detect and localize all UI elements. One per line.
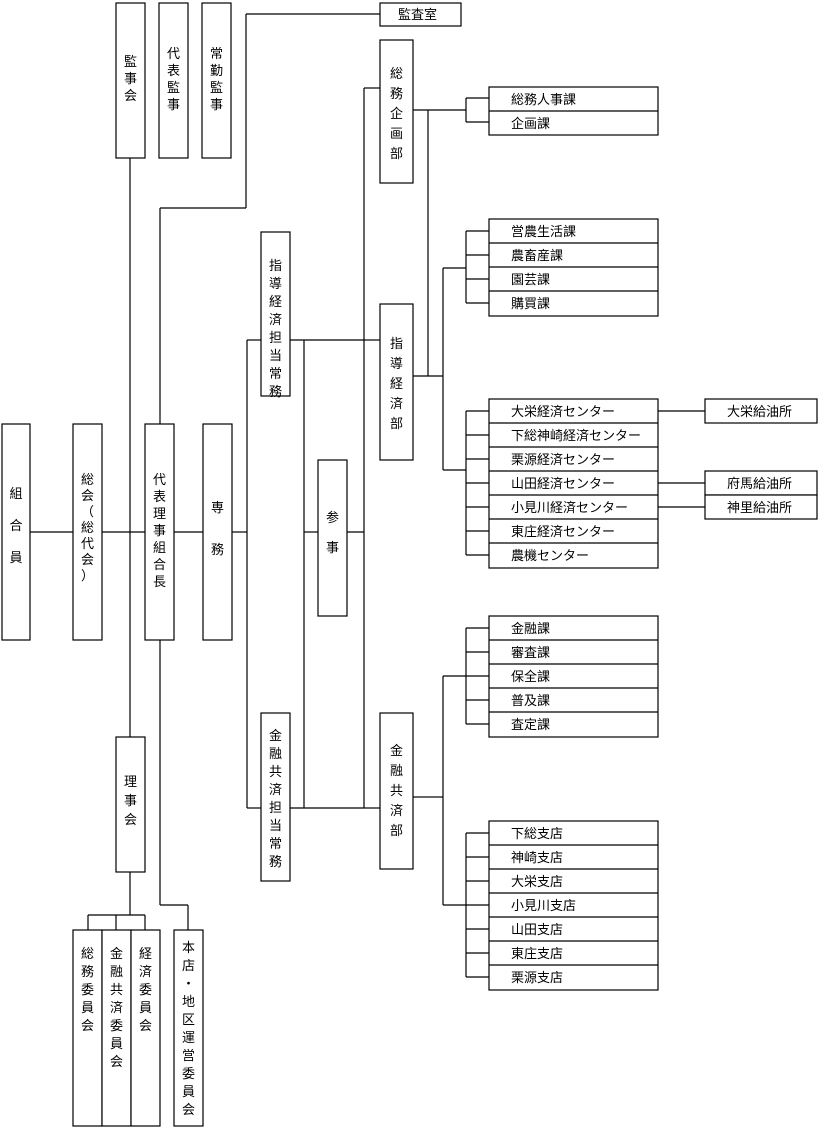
node-dept-guidance: 指導経済部: [379, 303, 414, 461]
node-representative-auditor: 代表監事: [158, 2, 189, 159]
node-committee-general: 総務委員会: [72, 929, 103, 1127]
node-senior-md: 専務: [202, 423, 233, 641]
general-assembly-label: 総会（総代会）: [81, 473, 94, 584]
section-label: 営農生活課: [511, 224, 576, 240]
node-members: 組合員: [1, 423, 31, 641]
section-label: 普及課: [511, 693, 550, 709]
section-label: 山田経済センター: [511, 476, 615, 492]
section-label: 保全課: [511, 669, 550, 685]
section-label: 総務人事課: [511, 92, 576, 108]
node-general-assembly: 総会（総代会）: [72, 423, 103, 641]
connector-lines: [30, 13, 705, 978]
section-label: 大栄支店: [511, 875, 563, 890]
node-counselor: 参事: [317, 459, 348, 617]
node-gas-fuma: 府馬給油所: [704, 470, 818, 496]
dept-guidance-label: 指導経済部: [390, 337, 403, 432]
guidance-md-label: 指導経済担当常務: [269, 259, 282, 400]
section-label: 園芸課: [511, 272, 550, 288]
section-label: 査定課: [511, 717, 550, 733]
section-label: 栗源支店: [511, 971, 563, 986]
committee-general-label: 総務委員会: [81, 947, 94, 1034]
section-label: 小見川経済センター: [511, 500, 628, 516]
members-label: 組合員: [9, 487, 22, 566]
node-auditors-board: 監事会: [115, 2, 146, 159]
node-board: 理事会: [115, 736, 146, 873]
section-label: 東庄経済センター: [511, 524, 615, 540]
section-label: 栗源経済センター: [511, 452, 615, 468]
node-dept-general-affairs: 総務企画部: [379, 39, 414, 184]
auditors-board-label: 監事会: [124, 54, 137, 104]
gas-station-label: 府馬給油所: [727, 477, 792, 492]
section-label: 大栄経済センター: [511, 404, 615, 420]
node-gas-konosato: 神里給油所: [704, 494, 818, 520]
node-dept-finance: 金融共済部: [379, 712, 414, 870]
node-president: 代表理事組合長: [144, 423, 175, 641]
node-guidance-md: 指導経済担当常務: [260, 231, 291, 400]
node-committee-economic: 経済委員会: [130, 929, 161, 1127]
section-label: 東庄支店: [511, 946, 563, 962]
node-audit-office: 監査室: [379, 2, 462, 27]
node-gas-taiei: 大栄給油所: [704, 398, 818, 424]
section-label: 下総神崎経済センター: [511, 428, 641, 444]
board-label: 理事会: [124, 775, 137, 828]
sections-general-affairs: 総務人事課 企画課: [488, 86, 659, 136]
senior-md-label: 専務: [211, 501, 224, 558]
section-label: 企画課: [511, 116, 550, 132]
section-label: 審査課: [511, 645, 550, 661]
committee-economic-label: 経済委員会: [139, 947, 152, 1034]
section-label: 下総支店: [511, 827, 563, 842]
section-label: 神崎支店: [511, 851, 563, 866]
sections-guidance-a: 営農生活課 農畜産課 園芸課 購買課: [488, 218, 659, 317]
node-finance-md: 金融共済担当常務: [260, 712, 291, 882]
section-label: 金融課: [511, 621, 550, 637]
node-committee-finance: 金融共済委員会: [101, 929, 132, 1127]
dept-general-affairs-label: 総務企画部: [390, 67, 403, 162]
gas-station-label: 大栄給油所: [727, 405, 792, 420]
sections-guidance-b: 大栄経済センター 下総神崎経済センター 栗源経済センター 山田経済センター 小見…: [488, 398, 659, 569]
representative-auditor-label: 代表監事: [167, 47, 180, 113]
president-label: 代表理事組合長: [153, 473, 166, 590]
node-fulltime-auditor: 常勤監事: [201, 2, 232, 159]
dept-finance-label: 金融共済部: [390, 743, 403, 839]
section-label: 購買課: [511, 296, 550, 312]
sections-finance-a: 金融課 審査課 保全課 普及課 査定課: [488, 615, 659, 738]
finance-md-label: 金融共済担当常務: [269, 728, 282, 870]
node-branch-committee: 本店・地区運営委員会: [173, 929, 204, 1127]
section-label: 農機センター: [511, 549, 589, 564]
fulltime-auditor-label: 常勤監事: [210, 47, 223, 113]
section-label: 小見川支店: [511, 899, 576, 914]
committee-finance-label: 金融共済委員会: [110, 946, 123, 1070]
audit-office-label: 監査室: [398, 7, 437, 23]
section-label: 山田支店: [511, 923, 563, 938]
sections-finance-b: 下総支店 神崎支店 大栄支店 小見川支店 山田支店 東庄支店 栗源支店: [488, 820, 659, 991]
gas-station-label: 神里給油所: [727, 501, 792, 516]
section-label: 農畜産課: [511, 248, 563, 264]
branch-committee-label: 本店・地区運営委員会: [182, 941, 195, 1118]
counselor-label: 参事: [326, 510, 339, 556]
